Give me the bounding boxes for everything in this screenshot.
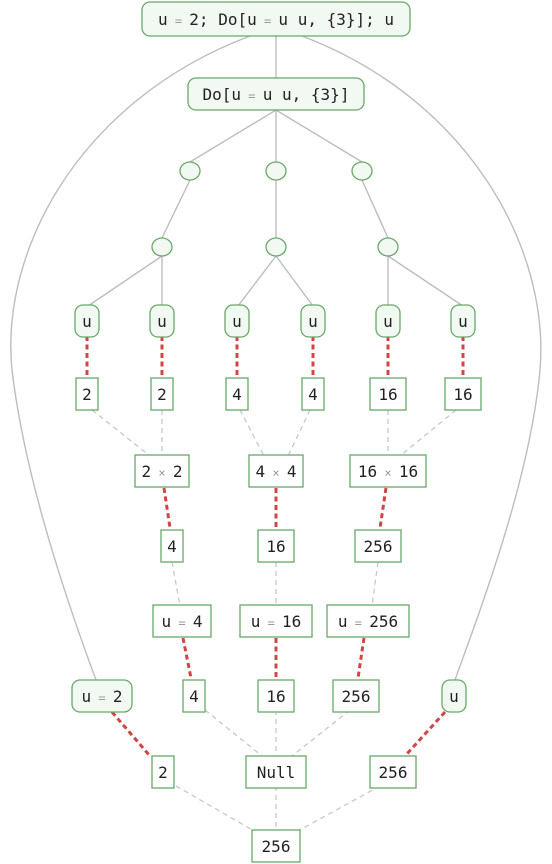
branch-node bbox=[265, 237, 287, 257]
assigned-value-node: 256 bbox=[342, 687, 371, 706]
branch-node bbox=[377, 237, 399, 257]
branch-node bbox=[351, 161, 373, 181]
assigned-value-node: 4 bbox=[189, 687, 199, 706]
multiply-node: 2 × 2 bbox=[142, 462, 183, 481]
assignment-node: u = 4 bbox=[162, 612, 203, 631]
value-node: 16 bbox=[378, 385, 397, 404]
value-node: 4 bbox=[232, 385, 242, 404]
symbol-u-node: u bbox=[82, 312, 92, 331]
value-nodes: 2 2 4 4 16 16 2 × 2 4 × 4 16 × 16 4 16 2… bbox=[75, 377, 482, 863]
initial-value-node: 2 bbox=[158, 763, 168, 782]
null-node: Null bbox=[257, 763, 296, 782]
branch-node bbox=[179, 161, 201, 181]
assigned-value-node: 16 bbox=[266, 687, 285, 706]
final-symbol-u-node: u bbox=[449, 687, 459, 706]
final-result-node: 256 bbox=[262, 837, 291, 856]
initial-assignment-node: u = 2 bbox=[82, 687, 123, 706]
tree-edges bbox=[10, 35, 542, 681]
value-node: 4 bbox=[308, 385, 318, 404]
flow-edges bbox=[91, 409, 457, 833]
value-node: 2 bbox=[82, 385, 92, 404]
multiply-node: 16 × 16 bbox=[358, 462, 418, 481]
symbol-u-node: u bbox=[157, 312, 167, 331]
product-value-node: 256 bbox=[364, 537, 393, 556]
multiply-node: 4 × 4 bbox=[256, 462, 297, 481]
evaluation-edges bbox=[85, 336, 465, 758]
branch-node bbox=[265, 161, 287, 181]
symbol-u-node: u bbox=[308, 312, 318, 331]
root-expression: u = 2; Do[u = u u, {3}]; u bbox=[158, 10, 394, 29]
assignment-node: u = 256 bbox=[338, 612, 398, 631]
symbol-u-node: u bbox=[232, 312, 242, 331]
value-node: 16 bbox=[453, 385, 472, 404]
branch-node bbox=[151, 237, 173, 257]
symbol-u-node: u bbox=[458, 312, 468, 331]
assignment-node: u = 16 bbox=[251, 612, 302, 631]
branch-nodes bbox=[151, 161, 399, 257]
value-node: 2 bbox=[157, 385, 167, 404]
product-value-node: 16 bbox=[266, 537, 285, 556]
do-loop-expression: Do[u = u u, {3}] bbox=[203, 85, 350, 104]
product-value-node: 4 bbox=[167, 537, 177, 556]
u-value-node: 256 bbox=[379, 763, 408, 782]
symbol-u-node: u bbox=[383, 312, 393, 331]
expression-nodes: u = 2; Do[u = u u, {3}]; u Do[u = u u, {… bbox=[71, 1, 476, 713]
